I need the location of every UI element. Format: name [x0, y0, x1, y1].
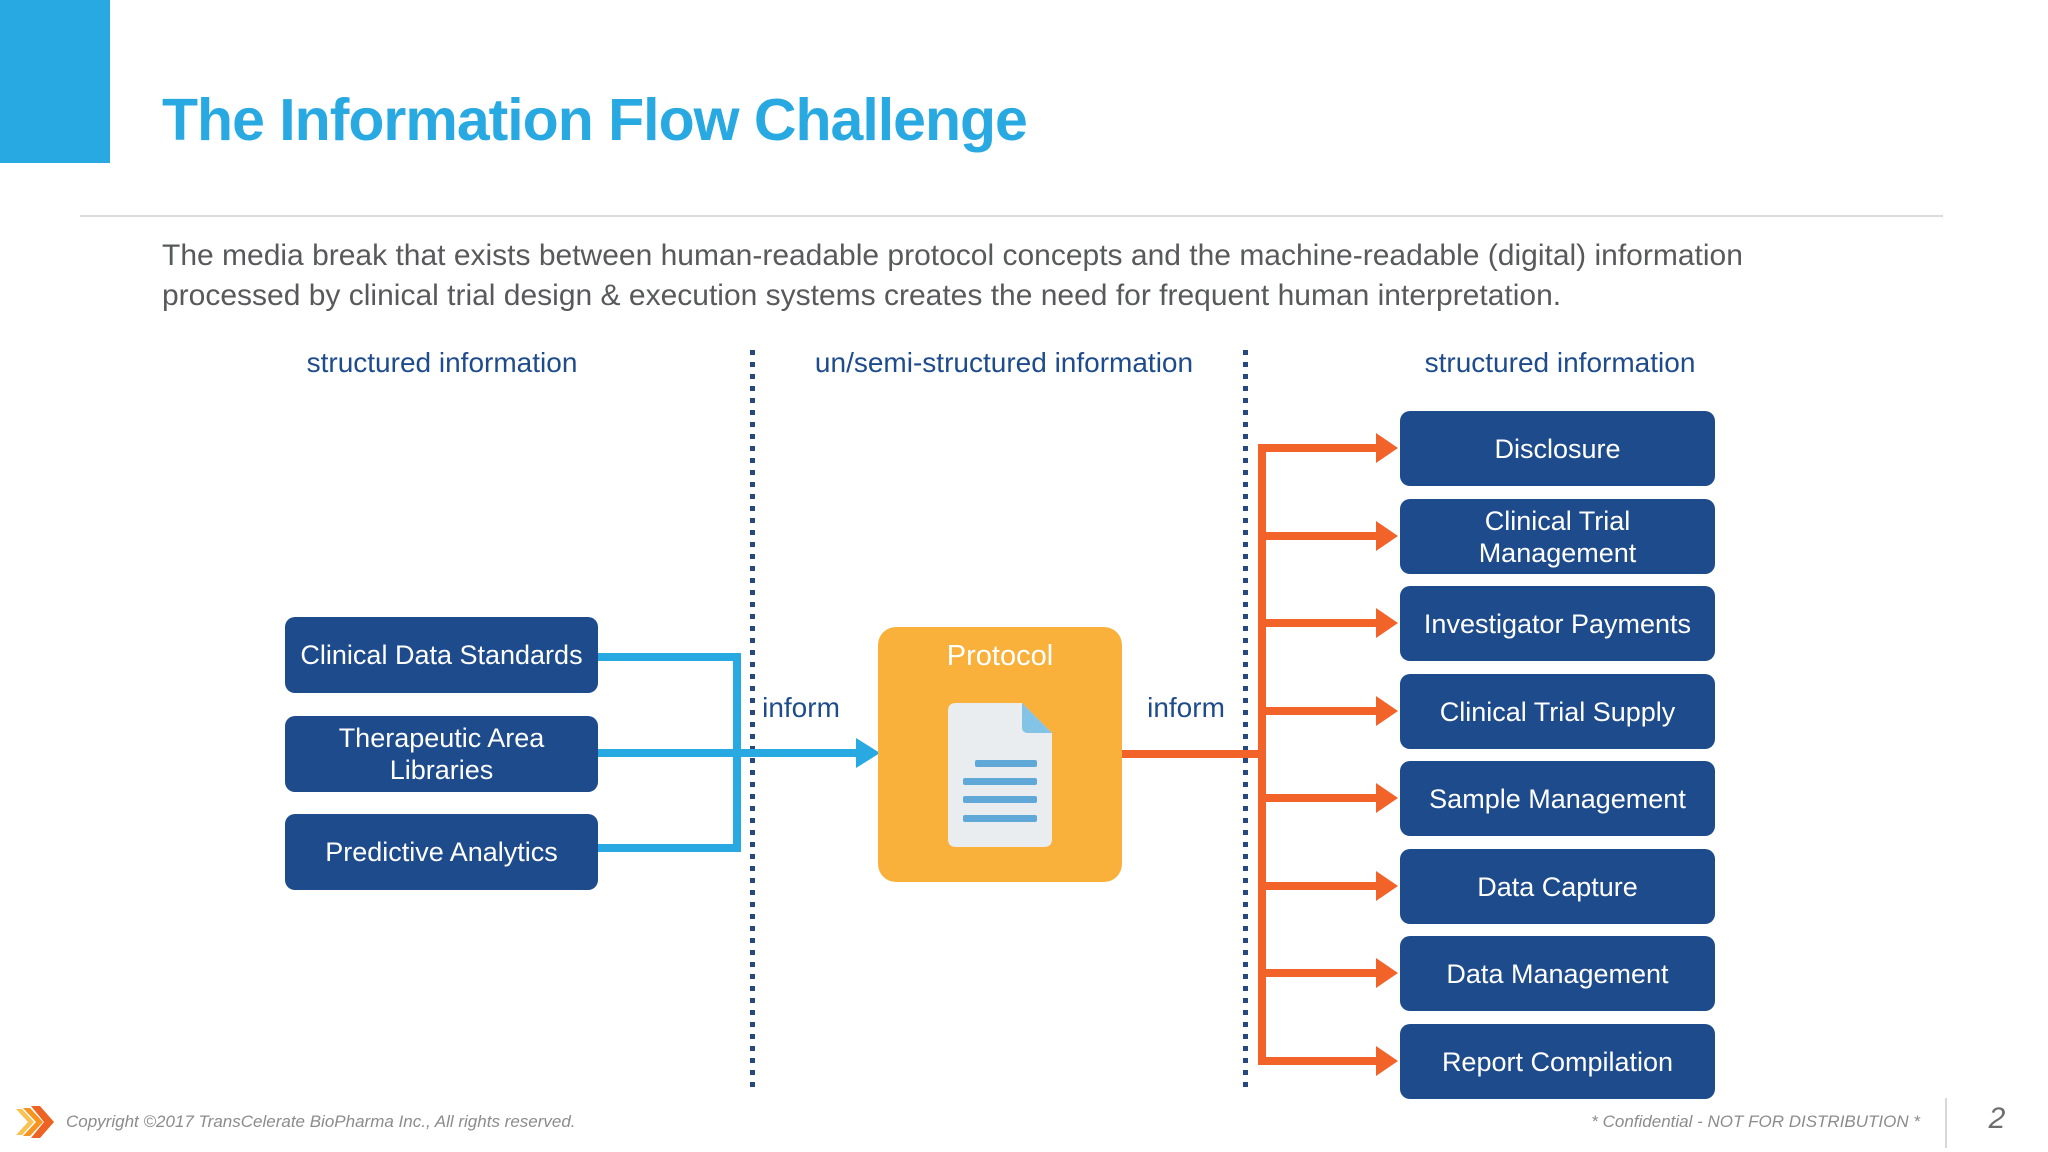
- dest-box-disclosure: Disclosure: [1400, 411, 1715, 486]
- inform-label-left: inform: [762, 692, 840, 723]
- dest-box-data-capture: Data Capture: [1400, 849, 1715, 924]
- dest-box-data-management: Data Management: [1400, 936, 1715, 1011]
- inform-label-right: inform: [1147, 692, 1225, 723]
- dotted-separator-right: [1243, 350, 1248, 1090]
- dest-box-investigator-payments: Investigator Payments: [1400, 586, 1715, 661]
- dest-box-report-compilation: Report Compilation: [1400, 1024, 1715, 1099]
- source-box-predictive-analytics: Predictive Analytics: [285, 814, 598, 890]
- transcelerate-chevrons-icon: [16, 1106, 54, 1138]
- column-label-unstructured: un/semi-structured information: [814, 347, 1194, 378]
- page-number: 2: [1988, 1102, 2006, 1135]
- protocol-label: Protocol: [946, 640, 1054, 672]
- column-label-structured-left: structured information: [306, 347, 578, 378]
- title-divider: [80, 215, 1943, 217]
- slide-body-text: The media break that exists between huma…: [162, 239, 1743, 312]
- slide-accent-square: [0, 0, 110, 163]
- dest-box-clinical-trial-supply: Clinical Trial Supply: [1400, 674, 1715, 749]
- footer-confidential-notice: * Confidential - NOT FOR DISTRIBUTION *: [1591, 1112, 1920, 1131]
- protocol-box: Protocol: [878, 627, 1122, 882]
- page-number-divider: [1945, 1098, 1947, 1148]
- protocol-document-icon: [948, 703, 1052, 847]
- dest-box-clinical-trial-management: Clinical Trial Management: [1400, 499, 1715, 574]
- source-box-clinical-data-standards: Clinical Data Standards: [285, 617, 598, 693]
- source-box-therapeutic-area-libraries: Therapeutic Area Libraries: [285, 716, 598, 792]
- column-label-structured-right: structured information: [1424, 347, 1696, 378]
- page-title: The Information Flow Challenge: [162, 87, 1028, 153]
- footer-copyright: Copyright ©2017 TransCelerate BioPharma …: [66, 1112, 576, 1131]
- dotted-separator-left: [750, 350, 755, 1090]
- dest-box-sample-management: Sample Management: [1400, 761, 1715, 836]
